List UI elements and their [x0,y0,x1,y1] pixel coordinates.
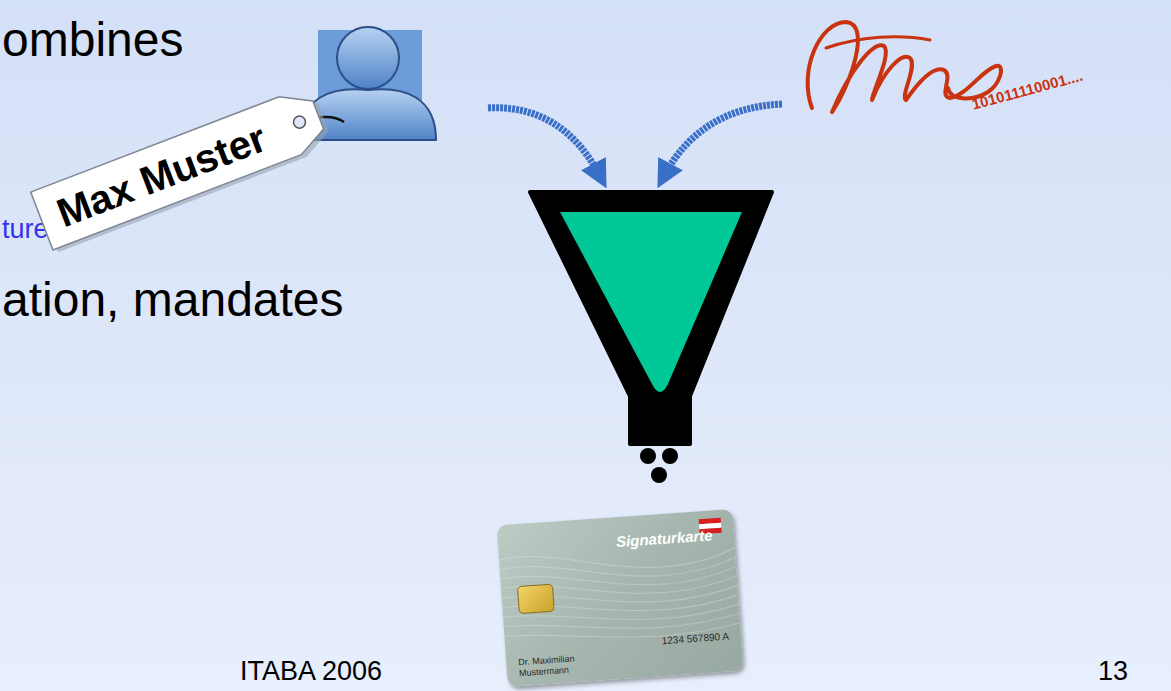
drop-dot [662,448,678,464]
page-number: 13 [1098,656,1128,687]
signature-card: Signaturkarte 1234 567890 A Dr. Maximilian… [497,509,744,687]
card-chip [517,584,555,614]
card-brand: Signaturkarte [615,526,713,550]
drop-dot [640,448,656,464]
card-pattern-line [497,577,744,614]
drop-dot [651,467,667,483]
card-holder: Dr. Maximilian Mustermann [518,650,624,678]
tag-body [31,86,330,250]
tag-hole [292,114,308,130]
binary-code: 101011110001.... [970,67,1085,113]
heading-fragment: ombines [2,12,183,67]
funnel-fill [560,212,742,392]
heading-fragment: ation, mandates [2,272,344,327]
arrow-left [488,108,600,176]
footer-text: ITABA 2006 [240,656,382,687]
name-tag: Max Muster [31,86,330,250]
person-head [337,27,399,89]
card-pattern-line [497,547,744,588]
signature-stroke [826,37,930,48]
card-number: 1234 567890 A [661,630,729,646]
funnel-outline [530,192,772,444]
arrow-right [664,104,782,176]
card-pattern-line [497,617,744,648]
